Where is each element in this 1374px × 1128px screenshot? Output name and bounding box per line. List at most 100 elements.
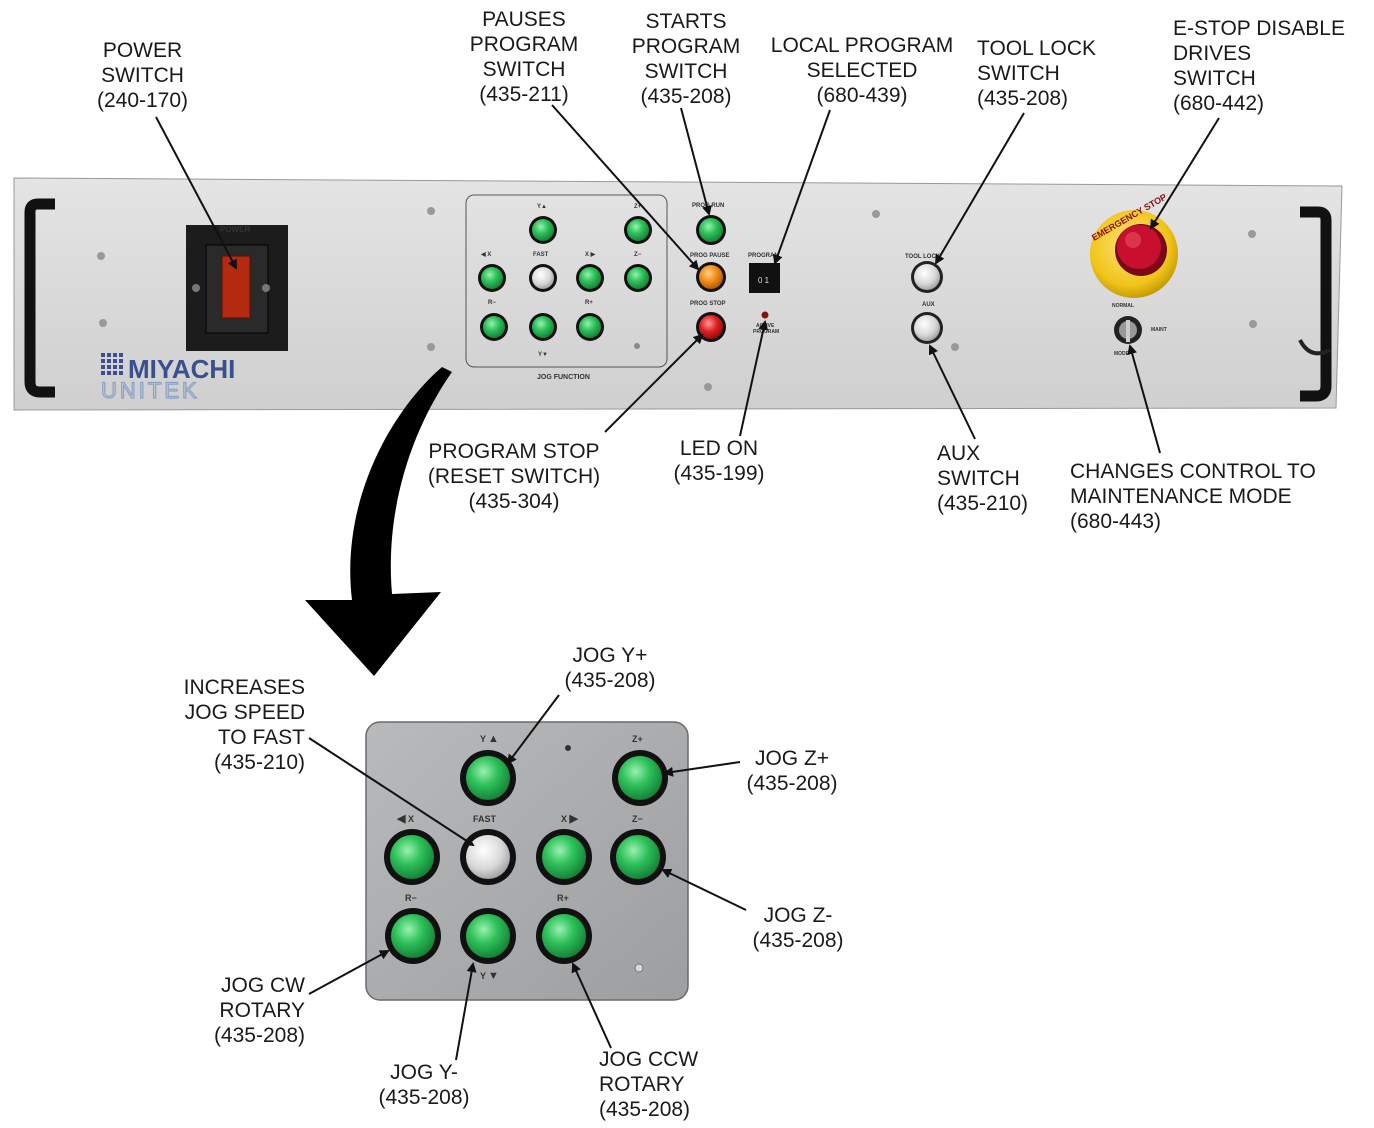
callout-jog-ccw: JOG CCW ROTARY (435-208)	[599, 1047, 698, 1122]
screw	[192, 284, 200, 292]
screw	[427, 343, 435, 351]
jog-x-plus-button[interactable]	[542, 835, 586, 879]
maint-label: MAINT	[1151, 327, 1167, 333]
callout-line: JOG Y-	[372, 1060, 476, 1085]
callout-line: JOG CCW	[599, 1047, 698, 1072]
callout-line: JOG Y+	[550, 643, 670, 668]
panel-jog-z-plus-button[interactable]	[627, 219, 649, 241]
callout-line: SWITCH	[1173, 66, 1345, 91]
callout-line: (435-210)	[155, 750, 305, 775]
panel-jog-r-minus-button[interactable]	[483, 316, 505, 338]
panel-label-x-minus: ◀ X	[480, 251, 491, 258]
callout-line: (435-304)	[418, 489, 610, 514]
screw	[427, 207, 435, 215]
jog-fast-button[interactable]	[466, 835, 510, 879]
callout-line: (435-208)	[550, 668, 670, 693]
callout-line: (435-211)	[462, 82, 586, 107]
callout-line: SWITCH	[624, 59, 748, 84]
callout-line: SWITCH	[937, 466, 1028, 491]
callout-power-switch: POWER SWITCH (240-170)	[80, 38, 205, 113]
active-program-led	[762, 312, 769, 319]
jog-label-r-minus: R−	[405, 893, 417, 903]
jog-y-minus-button[interactable]	[466, 914, 510, 958]
panel-jog-r-plus-button[interactable]	[579, 316, 601, 338]
panel-jog-x-minus-button[interactable]	[481, 267, 503, 289]
mode-label: MODE	[1114, 351, 1130, 357]
callout-estop: E-STOP DISABLE DRIVES SWITCH (680-442)	[1173, 16, 1345, 116]
callout-line: (435-208)	[599, 1097, 698, 1122]
panel-jog-x-plus-button[interactable]	[579, 267, 601, 289]
jog-function-label: JOG FUNCTION	[537, 374, 590, 381]
callout-line: (680-443)	[1070, 509, 1316, 534]
prog-pause-button[interactable]	[699, 265, 723, 289]
callout-line: ROTARY	[599, 1072, 698, 1097]
screw	[262, 284, 270, 292]
callout-line: JOG Z-	[746, 903, 850, 928]
callout-line: (435-210)	[937, 491, 1028, 516]
callout-line: TOOL LOCK	[977, 36, 1096, 61]
callout-line: JOG Z+	[740, 746, 844, 771]
callout-line: PROGRAM	[462, 32, 586, 57]
aux-button[interactable]	[914, 315, 940, 341]
program-label: PROGRAM	[748, 253, 779, 259]
power-rocker[interactable]	[222, 256, 250, 318]
power-panel-label: POWER	[220, 225, 250, 234]
callout-tool-lock: TOOL LOCK SWITCH (435-208)	[977, 36, 1096, 111]
panel-label-r-minus: R−	[488, 300, 496, 306]
callout-line: LED ON	[664, 436, 774, 461]
panel-jog-y-plus-button[interactable]	[532, 219, 554, 241]
panel-label-y-minus: Y▼	[538, 352, 548, 358]
callout-line: (435-208)	[746, 928, 850, 953]
jog-label-y-plus: Y▲	[480, 733, 499, 745]
estop-highlight	[1125, 232, 1141, 248]
panel-jog-z-minus-button[interactable]	[627, 267, 649, 289]
program-selector-digits: 0 1	[758, 276, 770, 285]
screw	[872, 210, 880, 218]
estop-button[interactable]	[1117, 225, 1161, 269]
jog-z-plus-button[interactable]	[618, 756, 662, 800]
callout-line: (435-199)	[664, 461, 774, 486]
aux-label: AUX	[922, 302, 935, 308]
callout-line: TO FAST	[155, 725, 305, 750]
callout-line: ROTARY	[195, 998, 305, 1023]
jog-label-r-plus: R+	[557, 893, 569, 903]
callout-line: SWITCH	[977, 61, 1096, 86]
prog-stop-button[interactable]	[699, 315, 723, 339]
callout-line: (680-442)	[1173, 91, 1345, 116]
screw	[634, 343, 640, 349]
jog-r-minus-button[interactable]	[391, 914, 435, 958]
brand-line-2: UNITEK	[101, 378, 200, 403]
callout-line: (RESET SWITCH)	[418, 464, 610, 489]
callout-line: POWER	[80, 38, 205, 63]
jog-r-plus-button[interactable]	[542, 914, 586, 958]
callout-jog-y-plus: JOG Y+ (435-208)	[550, 643, 670, 693]
callout-line: MAINTENANCE MODE	[1070, 484, 1316, 509]
callout-line: PROGRAM STOP	[418, 439, 610, 464]
jog-y-plus-button[interactable]	[466, 756, 510, 800]
active-label-line-2: PROGRAM	[753, 329, 779, 335]
panel-label-fast: FAST	[533, 252, 549, 258]
callout-maintenance: CHANGES CONTROL TO MAINTENANCE MODE (680…	[1070, 459, 1316, 534]
panel-label-x-plus: X ▶	[585, 251, 596, 258]
panel-jog-fast-button[interactable]	[532, 267, 554, 289]
jog-plate-enlarged: Y▲ Z+ ◀ X FAST X ▶ Z− R− R+ Y▼	[366, 722, 688, 1000]
screw	[1248, 230, 1256, 238]
screw	[97, 252, 105, 260]
callout-line: (435-208)	[624, 84, 748, 109]
jog-x-minus-button[interactable]	[390, 835, 434, 879]
tool-lock-label: TOOL LOCK	[905, 254, 941, 260]
jog-label-y-minus: Y▼	[480, 970, 499, 982]
callout-starts-program: STARTS PROGRAM SWITCH (435-208)	[624, 9, 748, 109]
panel-jog-y-minus-button[interactable]	[532, 316, 554, 338]
callout-line: PROGRAM	[624, 34, 748, 59]
callout-line: AUX	[937, 441, 1028, 466]
prog-run-button[interactable]	[699, 218, 723, 242]
tool-lock-button[interactable]	[914, 264, 940, 290]
screw	[99, 319, 107, 327]
jog-z-minus-button[interactable]	[616, 835, 660, 879]
callout-line: (435-208)	[740, 771, 844, 796]
callout-line: SELECTED	[760, 58, 964, 83]
callout-led-on: LED ON (435-199)	[664, 436, 774, 486]
